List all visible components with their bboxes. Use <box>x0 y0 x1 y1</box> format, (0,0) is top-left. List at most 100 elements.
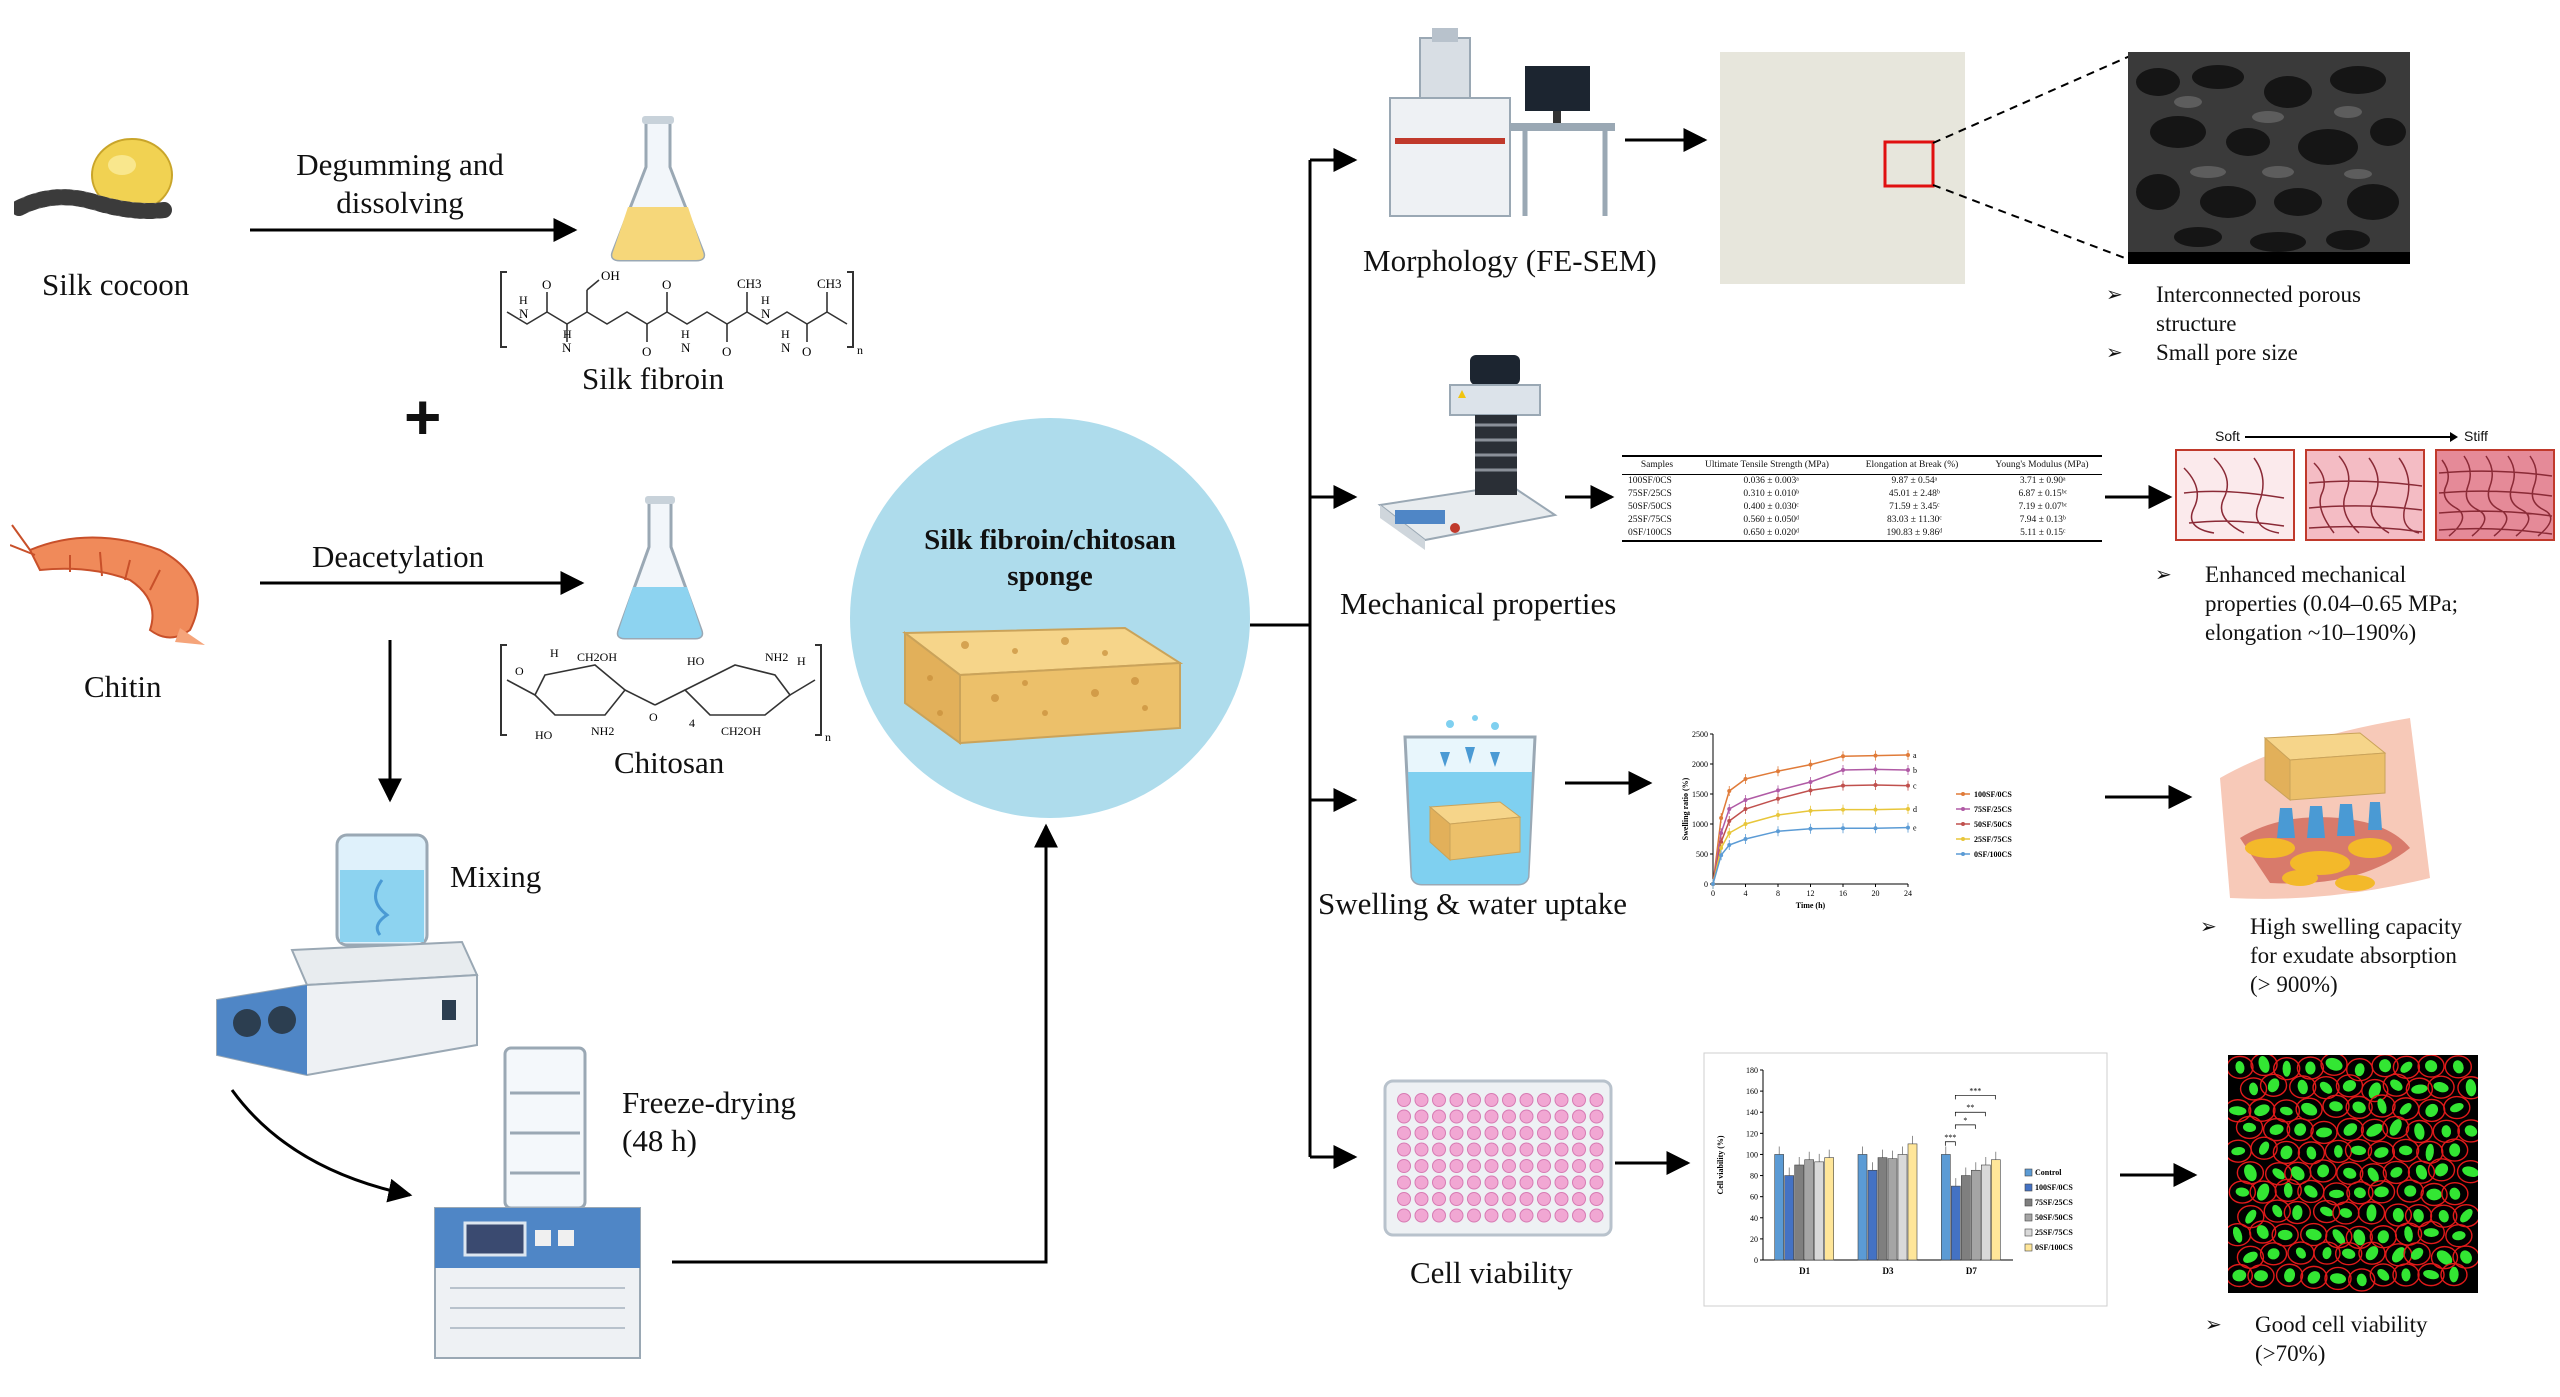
cell-nucleus <box>2438 1209 2449 1223</box>
cell-membrane <box>2368 1094 2396 1118</box>
well <box>1414 1192 1429 1206</box>
cell-nucleus <box>2306 1146 2317 1160</box>
legend-label: 25SF/75CS <box>1974 835 2012 844</box>
well <box>1537 1126 1551 1140</box>
well <box>1484 1175 1499 1190</box>
mechanical-label: Mechanical properties <box>1340 586 1617 621</box>
cell-nucleus <box>2343 1167 2357 1179</box>
data-point <box>1727 843 1732 847</box>
legend-label: 100SF/0CS <box>2035 1183 2073 1192</box>
cell-membrane <box>2367 1140 2396 1165</box>
y-tick-label: 40 <box>1750 1214 1758 1223</box>
cell-membrane <box>2236 1245 2265 1270</box>
table-cell: 5.11 ± 0.15ᶜ <box>2020 528 2066 538</box>
cell-nucleus <box>2297 1079 2308 1095</box>
well <box>1519 1126 1534 1140</box>
data-point <box>1808 788 1813 793</box>
data-point <box>1727 807 1732 811</box>
cell-membrane <box>2358 1241 2386 1265</box>
chitosan-atom: NH2 <box>591 724 614 738</box>
cell-membrane <box>2445 1224 2473 1248</box>
cell-nucleus <box>2460 1208 2473 1223</box>
well <box>1502 1126 1516 1140</box>
cell-membrane <box>2369 1263 2397 1287</box>
cell-membrane <box>2427 1158 2456 1182</box>
cell-membrane <box>2336 1161 2364 1185</box>
table-cell: 0.310 ± 0.010ᵇ <box>1743 489 1800 499</box>
cell-membrane <box>2348 1268 2376 1292</box>
cell-membrane <box>2322 1094 2350 1119</box>
legend-swatch <box>2024 1198 2033 1207</box>
table-cell: 7.94 ± 0.13ᵇ <box>2019 515 2066 525</box>
data-point <box>1808 826 1813 831</box>
well <box>1554 1208 1569 1223</box>
well <box>1502 1208 1516 1223</box>
cell-nucleus <box>2400 1061 2413 1073</box>
y-tick-label: 60 <box>1750 1193 1758 1202</box>
well <box>1554 1126 1569 1140</box>
data-point <box>1808 808 1813 813</box>
data-point <box>1743 798 1748 802</box>
cell-nucleus <box>2243 1251 2258 1264</box>
cell-nucleus <box>2283 1182 2293 1198</box>
cell-membrane <box>2228 1180 2257 1204</box>
cell-nucleus <box>2434 1163 2449 1177</box>
cell-membrane <box>2443 1095 2471 1120</box>
well <box>1449 1175 1464 1190</box>
bar <box>1971 1169 1981 1261</box>
fibroin-atom: N <box>781 340 791 355</box>
table-cell: 50SF/50CS <box>1628 502 1672 512</box>
cell-membrane <box>2296 1056 2325 1080</box>
well <box>1502 1109 1516 1124</box>
fibroin-atom: N <box>562 340 572 355</box>
well <box>1572 1126 1586 1140</box>
well <box>1467 1126 1481 1140</box>
y-tick-label: 1000 <box>1692 820 1708 829</box>
well <box>1449 1142 1464 1157</box>
x-tick-label: 0 <box>1711 889 1715 898</box>
cell-membrane <box>2391 1138 2420 1163</box>
y-tick-label: 80 <box>1750 1172 1758 1181</box>
cell-nucleus <box>2350 1145 2367 1156</box>
well <box>1484 1109 1499 1124</box>
sponge-title: Silk fibroin/chitosan sponge <box>924 524 1176 592</box>
cell-nucleus <box>2244 1164 2257 1182</box>
cell-membrane <box>2417 1055 2445 1078</box>
cell-nucleus <box>2379 1059 2392 1073</box>
well <box>1432 1126 1446 1140</box>
table-cell: 45.01 ± 2.48ᵇ <box>1888 489 1940 499</box>
cell-nucleus <box>2329 1189 2344 1199</box>
cell-membrane <box>2359 1163 2387 1187</box>
fibroin-atom: O <box>642 344 651 357</box>
well <box>1554 1109 1569 1124</box>
cell-nucleus <box>2332 1229 2346 1245</box>
well <box>1414 1126 1429 1140</box>
cell-membrane <box>2382 1160 2411 1185</box>
series-line <box>1712 826 1909 885</box>
well <box>1502 1142 1516 1157</box>
table-cell: 9.87 ± 0.54ᵃ <box>1891 476 1938 486</box>
chitosan-atom: H <box>550 646 559 660</box>
well <box>1467 1093 1481 1107</box>
table-cell: 100SF/0CS <box>1628 476 1672 486</box>
cell-nucleus <box>2423 1270 2439 1280</box>
well <box>1519 1159 1534 1173</box>
well <box>1572 1093 1586 1107</box>
well <box>1589 1159 1604 1173</box>
data-point <box>1743 807 1748 811</box>
y-tick-label: 100 <box>1746 1150 1758 1159</box>
cell-membrane <box>2273 1056 2301 1081</box>
bar <box>1951 1185 1961 1261</box>
bar <box>1804 1159 1814 1261</box>
cell-nucleus <box>2366 1204 2377 1222</box>
cell-nucleus <box>2267 1078 2280 1093</box>
cell-nucleus <box>2294 1123 2307 1136</box>
y-tick-label: 140 <box>1746 1108 1758 1117</box>
legend-swatch <box>2024 1183 2033 1192</box>
cell-membrane <box>2417 1262 2445 1287</box>
cell-bullet: ➢ Good cell viability (>70%) <box>2205 1312 2428 1366</box>
cell-membrane <box>2313 1241 2341 1265</box>
cell-membrane <box>2430 1204 2458 1228</box>
